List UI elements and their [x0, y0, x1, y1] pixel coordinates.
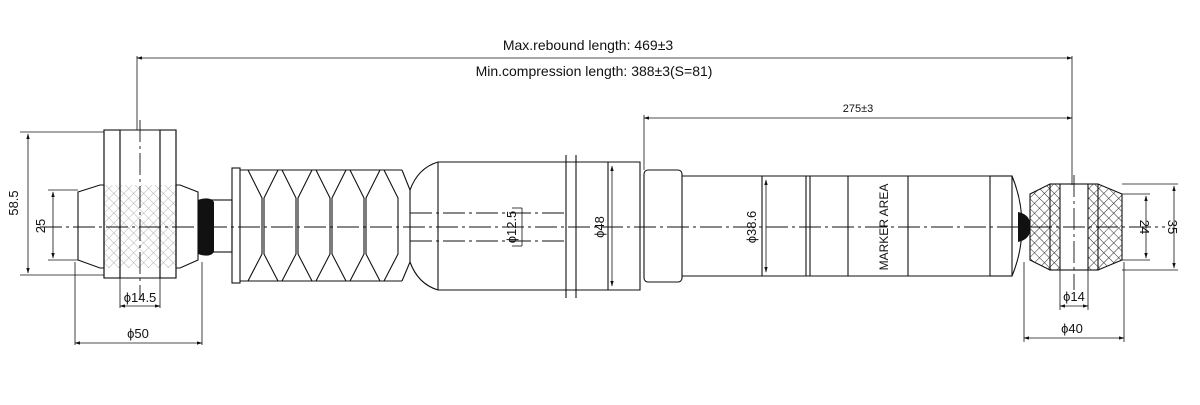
dust-cover-diameter: ϕ48 — [592, 216, 607, 238]
right-inner-height: 24 — [1137, 220, 1152, 234]
marker-area-label: MARKER AREA — [877, 184, 891, 271]
right-outer-height: 35 — [1165, 220, 1180, 234]
right-mounting-eye: 24 35 ϕ14 ϕ40 — [1023, 175, 1180, 342]
dust-boot-bellows — [231, 167, 411, 284]
piston-rod-diameter: ϕ12.5 — [504, 211, 519, 244]
right-connector — [1018, 212, 1030, 242]
main-body-tube: ϕ38.6 MARKER AREA — [682, 175, 1023, 277]
min-compression-label: Min.compression length: 388±3(S=81) — [476, 63, 713, 79]
seal-head — [643, 169, 683, 283]
left-bore-diameter: ϕ14.5 — [124, 290, 157, 305]
body-diameter: ϕ38.6 — [744, 211, 759, 244]
max-rebound-label: Max.rebound length: 469±3 — [503, 37, 674, 53]
overall-length-dimension: Max.rebound length: 469±3 Min.compressio… — [136, 37, 1073, 185]
right-bore-diameter: ϕ14 — [1063, 289, 1085, 304]
rod-length-label: 275±3 — [843, 103, 874, 115]
right-eye-width: ϕ40 — [1061, 321, 1083, 336]
left-eye-inner-height: 25 — [33, 219, 48, 233]
left-mounting-eye: 58.5 25 ϕ14.5 ϕ50 — [6, 120, 203, 345]
dust-cover-tube: ϕ12.5 ϕ48 — [409, 155, 641, 298]
rod-length-dimension: 275±3 — [643, 103, 1073, 170]
left-eye-width: ϕ50 — [127, 326, 149, 341]
left-eye-outer-height: 58.5 — [6, 190, 21, 215]
